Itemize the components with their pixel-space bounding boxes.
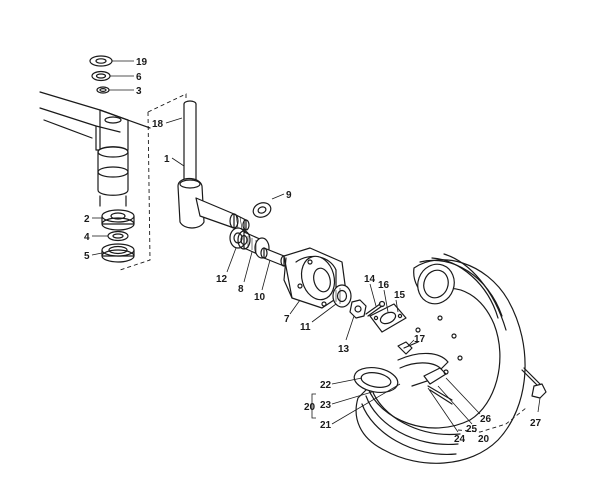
label-25: 25	[466, 424, 478, 435]
label-2: 2	[84, 214, 90, 225]
label-17: 17	[414, 334, 426, 345]
hub-cap-15	[369, 303, 407, 333]
label-23: 23	[320, 400, 332, 411]
label-18: 18	[152, 119, 164, 130]
label-10: 10	[254, 292, 266, 303]
label-9: 9	[286, 190, 292, 201]
label-22: 22	[320, 380, 332, 391]
label-4: 4	[84, 232, 90, 243]
label-20-right: 20	[478, 434, 490, 445]
label-26: 26	[480, 414, 492, 425]
sleeve-10	[260, 247, 288, 267]
label-12: 12	[216, 274, 228, 285]
label-6: 6	[136, 72, 142, 83]
upper-washers	[89, 55, 113, 94]
label-15: 15	[394, 290, 406, 301]
label-16: 16	[378, 280, 390, 291]
wheel-hub-7	[283, 247, 347, 309]
label-5: 5	[84, 251, 90, 262]
label-19: 19	[136, 57, 148, 68]
mudguard-bracket	[397, 352, 453, 405]
cotter-pin-14	[365, 300, 386, 317]
label-13: 13	[338, 344, 350, 355]
leader-lines	[91, 60, 541, 433]
label-24: 24	[454, 434, 466, 445]
assembly-bracket	[119, 93, 187, 271]
washer-9	[252, 202, 272, 218]
nut-13	[349, 299, 367, 319]
mudguard	[353, 253, 526, 464]
stub-axle	[177, 100, 250, 231]
label-20-left: 20	[304, 402, 316, 413]
label-3: 3	[136, 86, 142, 97]
bearing-8	[237, 230, 270, 259]
lower-bearings	[101, 209, 135, 263]
label-14: 14	[364, 274, 376, 285]
label-8: 8	[238, 284, 244, 295]
callout-labels: 19 6 3 18 1 9 2 4 5 12 8 10 7 11 13 14 1…	[84, 57, 542, 445]
label-1: 1	[164, 154, 170, 165]
label-7: 7	[284, 314, 290, 325]
bearing-11	[332, 284, 352, 308]
label-21: 21	[320, 420, 332, 431]
bolt-27	[521, 367, 547, 399]
dash-line-20	[457, 407, 527, 433]
label-11: 11	[300, 322, 311, 333]
label-27: 27	[530, 418, 542, 429]
axle-beam	[39, 91, 151, 207]
